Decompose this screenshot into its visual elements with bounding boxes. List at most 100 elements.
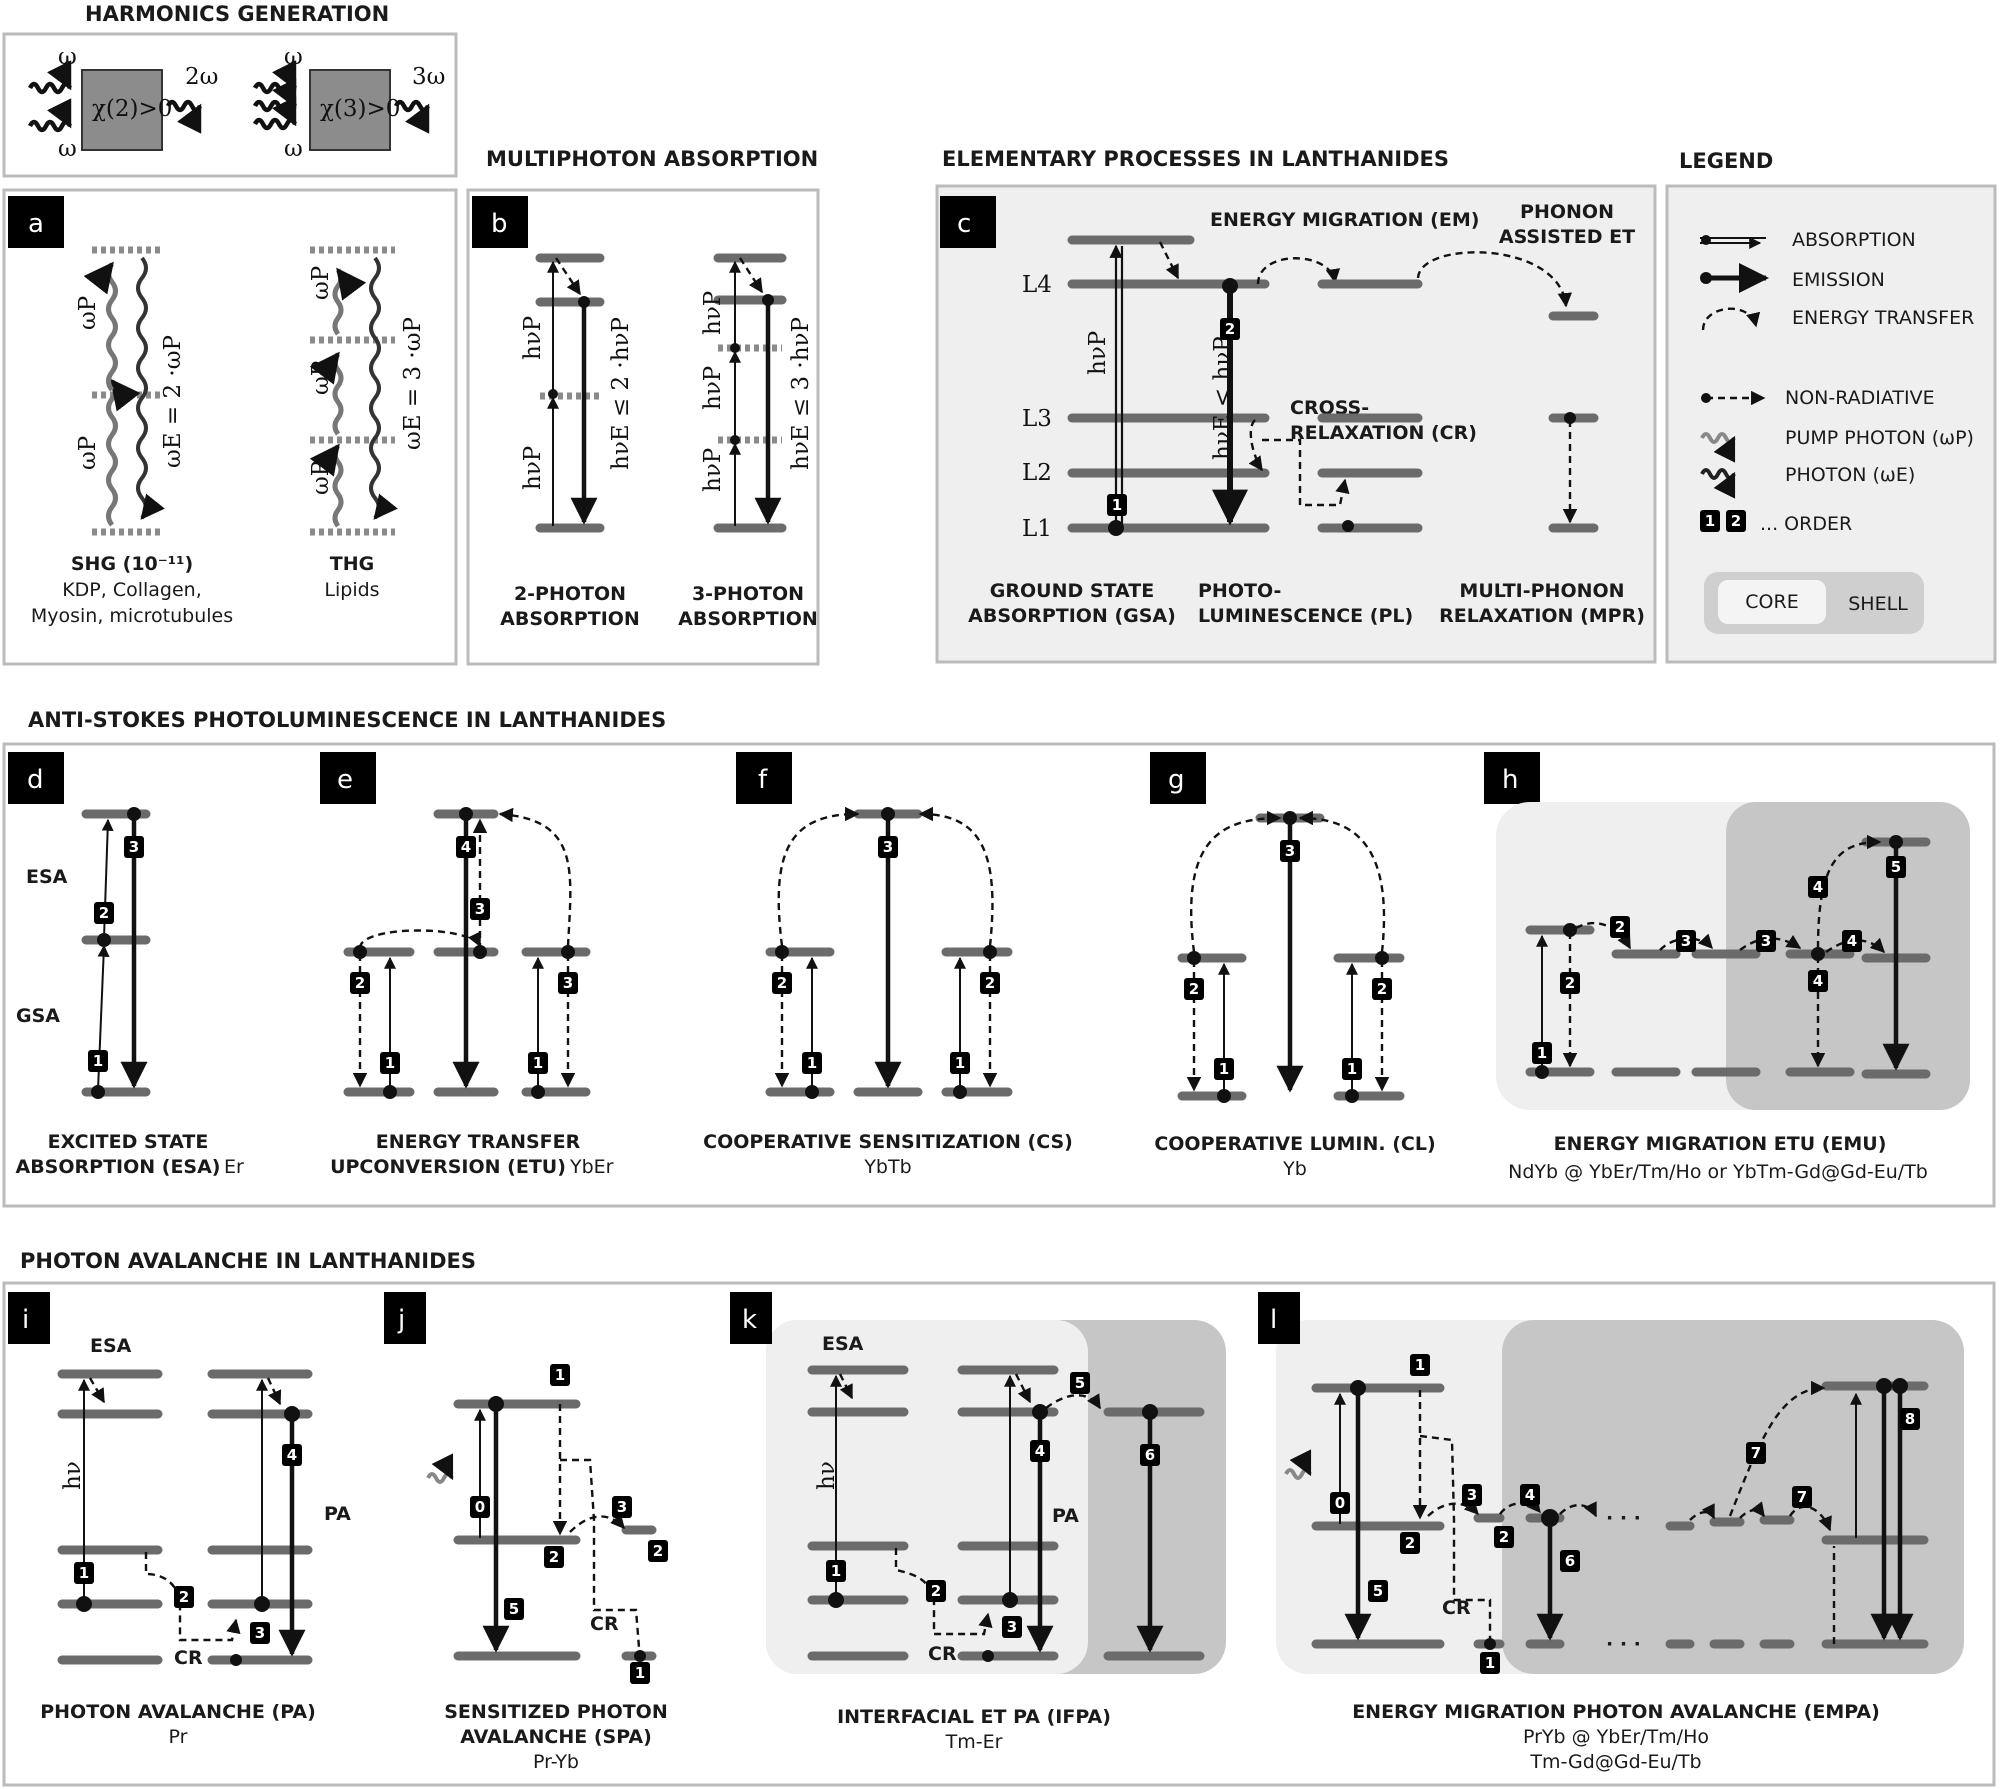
svg-text:5: 5 bbox=[1891, 858, 1901, 876]
svg-text:5: 5 bbox=[1075, 1374, 1085, 1392]
svg-text:2: 2 bbox=[99, 904, 109, 922]
k-ion: Tm-Er bbox=[945, 1731, 1003, 1753]
svg-text:2: 2 bbox=[549, 1548, 559, 1566]
d-esa: ESA bbox=[26, 866, 68, 888]
j-caption-1: SENSITIZED PHOTON bbox=[444, 1701, 667, 1723]
svg-text:1: 1 bbox=[79, 1564, 89, 1582]
b-caption-2b: ABSORPTION bbox=[678, 608, 818, 630]
d-ion: Er bbox=[224, 1156, 244, 1178]
svg-text:5: 5 bbox=[509, 1600, 519, 1618]
svg-text:2: 2 bbox=[777, 974, 787, 992]
k-esa: ESA bbox=[822, 1333, 864, 1355]
svg-text:1: 1 bbox=[1705, 512, 1715, 530]
chi3-label: χ(3)>0 bbox=[320, 96, 400, 122]
panel-label-j: j bbox=[397, 1305, 405, 1335]
shg-materials-2: Myosin, microtubules bbox=[31, 605, 233, 627]
svg-text:4: 4 bbox=[1847, 932, 1857, 950]
panel-label-b: b bbox=[491, 209, 508, 239]
legend-energy-transfer: ENERGY TRANSFER bbox=[1792, 307, 1974, 329]
k-hvp: hν bbox=[814, 1461, 840, 1490]
i-caption: PHOTON AVALANCHE (PA) bbox=[40, 1701, 316, 1723]
omega-in-4: ω bbox=[284, 136, 303, 162]
svg-text:4: 4 bbox=[1525, 1486, 1535, 1504]
d-gsa: GSA bbox=[16, 1005, 60, 1027]
l-cr: CR bbox=[1442, 1597, 1471, 1619]
svg-text:2: 2 bbox=[1565, 974, 1575, 992]
e-ion: YbEr bbox=[569, 1156, 614, 1178]
panel-d: d ESA GSA 1 2 3 EXCITED STATE ABSORPTION… bbox=[8, 752, 244, 1178]
hve-c: hνE < hνP bbox=[1210, 336, 1236, 460]
thg-title: THG bbox=[330, 553, 374, 575]
k-pa: PA bbox=[1052, 1505, 1079, 1527]
svg-text:7: 7 bbox=[1751, 1444, 1761, 1462]
i-esa: ESA bbox=[90, 1335, 132, 1357]
svg-text:1: 1 bbox=[1485, 1654, 1495, 1672]
core-swatch bbox=[1718, 580, 1826, 624]
panel-label-c: c bbox=[957, 209, 971, 239]
panel-j: j CR 0 1 2 2 3 5 1 SENSITIZED PHOTON AVA… bbox=[384, 1292, 668, 1773]
legend-absorption: ABSORPTION bbox=[1792, 229, 1916, 251]
panel-label-d: d bbox=[27, 765, 44, 795]
panel-h: h 1 2 2 3 3 4 4 4 5 ENERGY MIGRATION ETU… bbox=[1484, 752, 1970, 1183]
we2-label: ωE = 2 ·ωP bbox=[160, 335, 186, 468]
level-L3: L3 bbox=[1022, 406, 1052, 432]
pl-label-2: LUMINESCENCE (PL) bbox=[1198, 605, 1413, 627]
level-L4: L4 bbox=[1022, 272, 1052, 298]
b-caption-2a: 3-PHOTON bbox=[692, 583, 804, 605]
omega-in-1: ω bbox=[58, 44, 77, 70]
svg-text:3: 3 bbox=[617, 1498, 627, 1516]
legend-core: CORE bbox=[1745, 591, 1798, 613]
wp-label-5: ωP bbox=[308, 461, 334, 495]
svg-text:1: 1 bbox=[1537, 1044, 1547, 1062]
svg-text:2: 2 bbox=[653, 1542, 663, 1560]
section-title-harmonics: HARMONICS GENERATION bbox=[85, 2, 389, 26]
i-cr: CR bbox=[174, 1647, 203, 1669]
gsa-label-1: GROUND STATE bbox=[990, 580, 1154, 602]
svg-text:4: 4 bbox=[287, 1446, 297, 1464]
e-caption-2: UPCONVERSION (ETU) bbox=[330, 1156, 566, 1178]
svg-text:1: 1 bbox=[807, 1054, 817, 1072]
panel-label-i: i bbox=[22, 1305, 29, 1335]
panel-b: b hνP hνP hνE ≤ 2 ·hνP hνP hνP hνP hνE ≤… bbox=[466, 188, 820, 666]
shg-materials-1: KDP, Collagen, bbox=[62, 579, 202, 601]
svg-text:3: 3 bbox=[1285, 842, 1295, 860]
wp-label-1: ωP bbox=[75, 296, 101, 330]
panel-c: c ENERGY MIGRATION (EM) PHONON ASSISTED … bbox=[935, 184, 1657, 664]
k-cr: CR bbox=[928, 1643, 957, 1665]
svg-text:5: 5 bbox=[1373, 1582, 1383, 1600]
gsa-label-2: ABSORPTION (GSA) bbox=[968, 605, 1176, 627]
phonon-label-1: PHONON bbox=[1520, 201, 1614, 223]
pl-label-1: PHOTO- bbox=[1198, 580, 1281, 602]
hve-b3: hνE ≤ 3 ·hνP bbox=[788, 317, 814, 470]
l-dots-2: · · · bbox=[1606, 1633, 1641, 1655]
panel-label-f: f bbox=[758, 765, 768, 795]
l-dots-1: · · · bbox=[1606, 1507, 1641, 1529]
svg-text:2: 2 bbox=[985, 974, 995, 992]
legend-shell: SHELL bbox=[1848, 593, 1908, 615]
legend-nonradiative: NON-RADIATIVE bbox=[1785, 387, 1935, 409]
section-title-elementary: ELEMENTARY PROCESSES IN LANTHANIDES bbox=[942, 147, 1449, 171]
legend-pump-photon: PUMP PHOTON (ωP) bbox=[1785, 427, 1974, 449]
em-label: ENERGY MIGRATION (EM) bbox=[1210, 209, 1479, 231]
j-ion: Pr-Yb bbox=[533, 1751, 579, 1773]
svg-text:2: 2 bbox=[1499, 1528, 1509, 1546]
section-title-antistokes: ANTI-STOKES PHOTOLUMINESCENCE IN LANTHAN… bbox=[28, 708, 666, 732]
panel-g: g 2 1 1 2 3 COOPERATIVE LUMIN. (CL) Yb bbox=[1150, 752, 1436, 1180]
svg-text:3: 3 bbox=[1467, 1486, 1477, 1504]
harmonics-panel: χ(2)>0 ω ω 2ω χ(3)>0 ω ω 3ω bbox=[2, 32, 458, 178]
legend-panel: ABSORPTION EMISSION ENERGY TRANSFER NON-… bbox=[1665, 184, 1997, 664]
svg-text:6: 6 bbox=[1145, 1446, 1155, 1464]
b-caption-1a: 2-PHOTON bbox=[514, 583, 626, 605]
svg-text:0: 0 bbox=[1335, 1494, 1345, 1512]
panel-label-h: h bbox=[1502, 765, 1518, 795]
svg-text:2: 2 bbox=[931, 1582, 941, 1600]
svg-text:3: 3 bbox=[255, 1624, 265, 1642]
svg-text:1: 1 bbox=[1347, 1060, 1357, 1078]
svg-text:1: 1 bbox=[955, 1054, 965, 1072]
svg-text:3: 3 bbox=[475, 900, 485, 918]
shg-title: SHG (10⁻¹¹) bbox=[71, 553, 193, 575]
thg-materials: Lipids bbox=[324, 579, 379, 601]
svg-text:1: 1 bbox=[533, 1054, 543, 1072]
l-caption: ENERGY MIGRATION PHOTON AVALANCHE (EMPA) bbox=[1352, 1701, 1880, 1723]
svg-text:4: 4 bbox=[461, 838, 471, 856]
